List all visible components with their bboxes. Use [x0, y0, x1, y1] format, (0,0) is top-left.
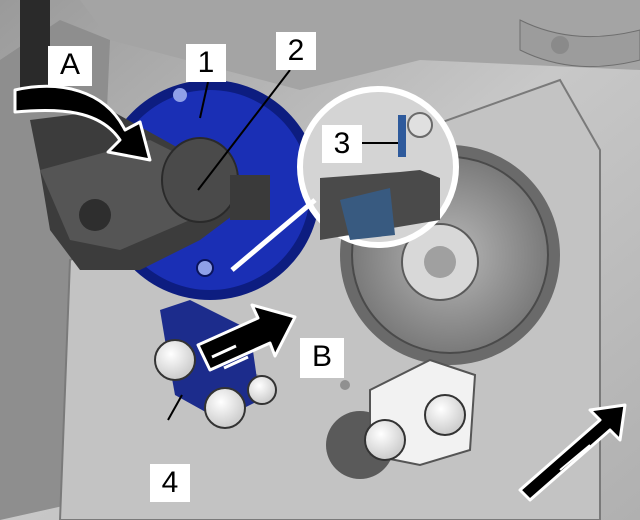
leader-line-1 — [199, 81, 209, 119]
callout-1: 1 — [186, 44, 226, 82]
callout-4: 4 — [150, 464, 190, 502]
vehicle-front-arrow-icon — [518, 403, 627, 502]
bracket-bolt — [204, 387, 246, 429]
callout-b: B — [300, 338, 344, 378]
tensioner — [326, 358, 477, 479]
push-arrow-icon — [196, 303, 297, 372]
callout-3: 3 — [322, 125, 362, 163]
pipe — [519, 19, 640, 68]
bracket-bolt — [247, 375, 277, 405]
leader-line-4 — [167, 394, 183, 421]
curved-arrow-icon — [13, 84, 152, 162]
cover-bolt — [340, 380, 350, 390]
callout-a: A — [48, 46, 92, 86]
cover-bolt — [551, 36, 569, 54]
leader-lines — [167, 69, 398, 421]
callout-2: 2 — [276, 32, 316, 70]
leader-line-2 — [197, 69, 291, 191]
bracket-bolt — [154, 339, 196, 381]
counterhold-tool — [20, 0, 270, 270]
